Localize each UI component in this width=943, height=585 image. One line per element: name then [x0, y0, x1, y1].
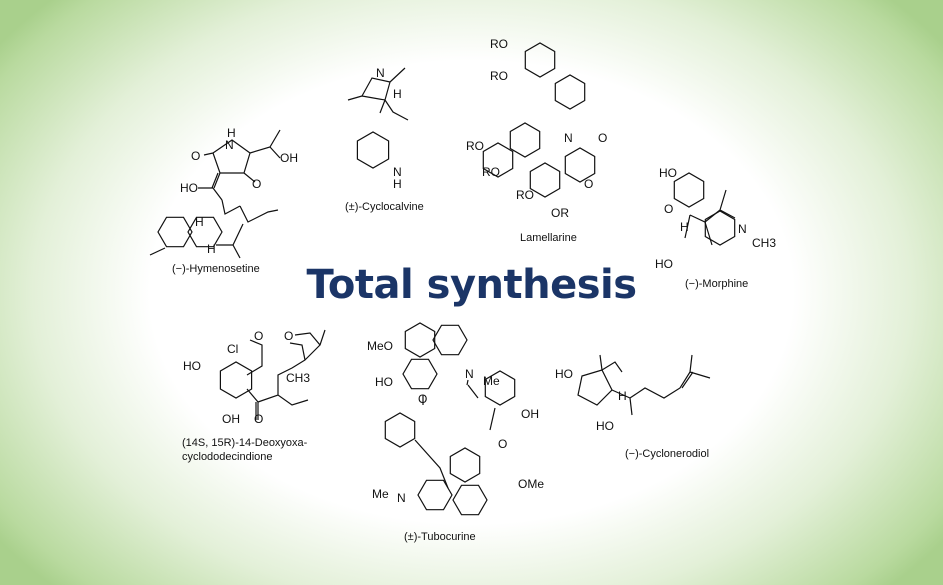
ring-bond: [157, 216, 193, 248]
ring-bonds: [157, 42, 736, 516]
svg-text:Cl: Cl: [227, 342, 238, 356]
svg-text:O: O: [254, 412, 263, 426]
molecule-deoxyoxacyclododecindione: Cl O O HO CH3 OH O (14S, 15R)-14-Deoxyox…: [182, 329, 326, 463]
label-cyclododecindione: cyclododecindione: [182, 451, 273, 463]
svg-text:O: O: [191, 149, 200, 163]
label-morphine: (−)-Morphine: [685, 278, 748, 290]
ring-bond: [356, 131, 390, 169]
molecule-morphine: HO O H N CH3 HO (−)-Morphine: [655, 166, 776, 290]
ring-bond: [482, 142, 514, 178]
ring-bond: [219, 361, 253, 399]
svg-text:N: N: [376, 66, 385, 80]
svg-text:HO: HO: [180, 181, 198, 195]
ring-bond: [187, 216, 223, 248]
svg-text:O: O: [418, 392, 427, 406]
svg-text:RO: RO: [490, 69, 508, 83]
svg-text:H: H: [618, 389, 627, 403]
svg-text:RO: RO: [482, 165, 500, 179]
label-tubocurine: (±)-Tubocurine: [404, 531, 476, 543]
page-title: Total synthesis: [306, 262, 637, 308]
svg-text:HO: HO: [659, 166, 677, 180]
ring-bond: [384, 412, 416, 448]
svg-text:OH: OH: [222, 412, 240, 426]
label-deoxyoxa: (14S, 15R)-14-Deoxyoxa-: [182, 437, 308, 449]
molecule-cyclocalvine: N H N H (±)-Cyclocalvine: [345, 66, 424, 213]
svg-text:O: O: [498, 437, 507, 451]
molecule-tubocurine: MeO HO N Me O OH O OMe Me N (±)-Tubocuri…: [367, 339, 544, 543]
svg-text:Me: Me: [483, 374, 500, 388]
svg-text:OR: OR: [551, 206, 569, 220]
svg-text:Me: Me: [372, 487, 389, 501]
svg-text:O: O: [598, 131, 607, 145]
molecule-hymenosetine: H N O OH O HO H H (−)-Hymenosetine: [149, 126, 298, 275]
svg-text:H: H: [207, 242, 216, 256]
ring-bond: [402, 358, 438, 390]
svg-text:HO: HO: [655, 257, 673, 271]
svg-text:HO: HO: [183, 359, 201, 373]
svg-text:CH3: CH3: [752, 236, 776, 250]
ring-bond: [404, 322, 436, 358]
svg-text:HO: HO: [555, 367, 573, 381]
ring-bond: [673, 172, 705, 208]
svg-text:O: O: [254, 329, 263, 343]
ring-bond: [554, 74, 586, 110]
svg-text:CH3: CH3: [286, 371, 310, 385]
svg-text:OH: OH: [280, 151, 298, 165]
svg-text:H: H: [393, 87, 402, 101]
ring-bond: [417, 479, 453, 511]
svg-text:N: N: [225, 138, 234, 152]
svg-text:O: O: [284, 329, 293, 343]
svg-text:RO: RO: [466, 139, 484, 153]
ring-bond: [524, 42, 556, 78]
svg-text:N: N: [393, 165, 402, 179]
svg-text:OH: OH: [521, 407, 539, 421]
ring-bond: [484, 370, 516, 406]
svg-text:O: O: [664, 202, 673, 216]
label-lamellarine: Lamellarine: [520, 232, 577, 244]
ring-bond: [529, 162, 561, 198]
svg-text:OMe: OMe: [518, 477, 544, 491]
ring-bond: [564, 147, 596, 183]
ring-bond: [449, 447, 481, 483]
svg-text:RO: RO: [490, 37, 508, 51]
svg-text:O: O: [584, 177, 593, 191]
svg-text:N: N: [738, 222, 747, 236]
svg-text:HO: HO: [375, 375, 393, 389]
ring-bond: [704, 210, 736, 246]
ring-bond: [432, 324, 468, 356]
svg-text:O: O: [252, 177, 261, 191]
svg-text:MeO: MeO: [367, 339, 393, 353]
svg-text:N: N: [564, 131, 573, 145]
svg-text:H: H: [393, 177, 402, 191]
ring-bond: [509, 122, 541, 158]
svg-text:H: H: [227, 126, 236, 140]
svg-text:N: N: [465, 367, 474, 381]
molecule-lamellarine: RO RO N O O RO RO RO OR Lamellarine: [466, 37, 607, 244]
svg-text:RO: RO: [516, 188, 534, 202]
label-hymenosetine: (−)-Hymenosetine: [172, 263, 260, 275]
svg-text:HO: HO: [596, 419, 614, 433]
molecule-cyclonerodiol: HO H HO (−)-Cyclonerodiol: [555, 354, 711, 460]
label-cyclocalvine: (±)-Cyclocalvine: [345, 201, 424, 213]
svg-text:H: H: [680, 220, 689, 234]
svg-text:H: H: [195, 215, 204, 229]
label-cyclonerodiol: (−)-Cyclonerodiol: [625, 448, 709, 460]
ring-bond: [452, 484, 488, 516]
svg-text:N: N: [397, 491, 406, 505]
